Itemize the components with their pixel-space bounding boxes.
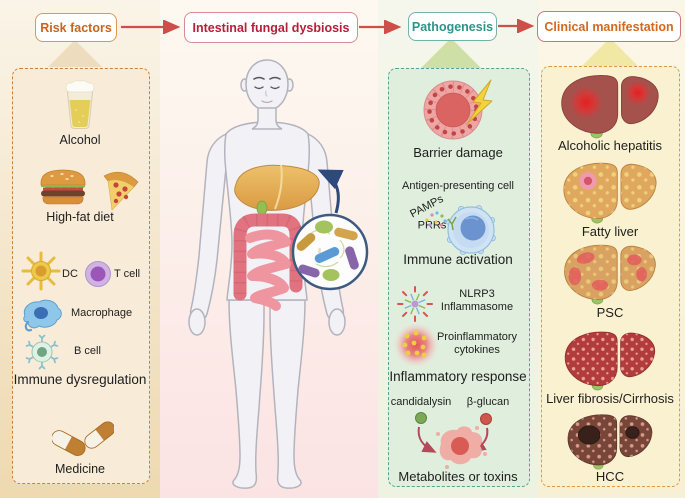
immune-activation-label: Immune activation	[403, 252, 513, 267]
medicine-label: Medicine	[54, 462, 106, 476]
antigen-presenting-cell-icon	[446, 205, 496, 255]
triangle-pointer-pathogenesis	[421, 38, 481, 68]
psc-label: PSC	[596, 305, 624, 320]
candidalysin-label: candidalysin	[390, 396, 452, 408]
risk-factors-header: Risk factors	[35, 13, 117, 42]
alcohol-label: Alcohol	[59, 133, 101, 147]
beta-glucan-label: β-glucan	[466, 396, 510, 408]
high-fat-diet-label: High-fat diet	[46, 210, 114, 224]
fungal-microbes-icon	[291, 213, 369, 291]
proinflammatory-cytokines-label: Proinflammatory cytokines	[436, 331, 518, 356]
intestines-icon	[233, 213, 303, 311]
b-cell-label: B cell	[74, 345, 101, 357]
liver-fibrosis-icon	[564, 331, 656, 391]
arrow-risk-to-dysbiosis	[121, 20, 181, 34]
pills-icon	[52, 421, 114, 456]
liver-alcoholic-hepatitis-icon	[561, 75, 659, 139]
t-cell-icon	[85, 261, 111, 287]
liver-in-body-icon	[234, 164, 320, 216]
arrow-dysbiosis-to-pathogenesis	[359, 20, 402, 34]
inflammatory-response-label: Inflammatory response	[389, 369, 527, 384]
human-body-graphic	[188, 59, 369, 489]
fatty-liver-label: Fatty liver	[581, 224, 639, 239]
gut-to-liver-arrow	[317, 169, 344, 214]
liver-psc-icon	[564, 244, 656, 305]
arrow-pathogenesis-to-clinical	[498, 19, 535, 33]
burger-icon	[40, 169, 86, 205]
clinical-header: Clinical manifestation	[537, 11, 681, 42]
triangle-pointer-risk	[48, 40, 102, 67]
dysbiosis-header: Intestinal fungal dysbiosis	[184, 12, 358, 43]
liver-fatty-icon	[563, 162, 657, 224]
pizza-icon	[103, 171, 139, 211]
pamp-particles-icon	[425, 211, 447, 227]
macrophage-icon	[23, 299, 62, 332]
immune-dysregulation-label: Immune dysregulation	[13, 372, 147, 387]
nlrp3-inflammasome-label: NLRP3 Inflammasome	[440, 288, 514, 313]
barrier-damage-label: Barrier damage	[413, 145, 503, 160]
metabolites-graphic	[415, 412, 492, 469]
macrophage-label: Macrophage	[71, 307, 133, 319]
barrier-damage-icon	[423, 79, 493, 140]
nlrp3-inflammasome-icon	[397, 286, 433, 322]
proinflammatory-cytokines-icon	[393, 322, 439, 368]
beta-glucan-dot-icon	[480, 413, 492, 425]
liver-hcc-icon	[567, 414, 653, 470]
target-cell-icon	[436, 426, 487, 469]
antigen-presenting-cell-label: Antigen-presenting cell	[402, 180, 514, 192]
dc-label: DC	[62, 268, 78, 280]
dendritic-cell-icon	[21, 251, 61, 291]
hcc-label: HCC	[595, 469, 625, 484]
triangle-pointer-clinical	[578, 38, 642, 70]
pathogenesis-header: Pathogenesis	[408, 12, 497, 41]
liver-fibrosis-label: Liver fibrosis/Cirrhosis	[546, 391, 674, 406]
beer-glass-icon	[65, 80, 95, 129]
b-cell-icon	[25, 334, 59, 370]
metabolites-label: Metabolites or toxins	[398, 469, 518, 484]
prrs-label: PRRs	[417, 219, 447, 232]
alcoholic-hepatitis-label: Alcoholic hepatitis	[557, 138, 663, 153]
t-cell-label: T cell	[114, 268, 141, 280]
candidalysin-dot-icon	[415, 412, 427, 424]
